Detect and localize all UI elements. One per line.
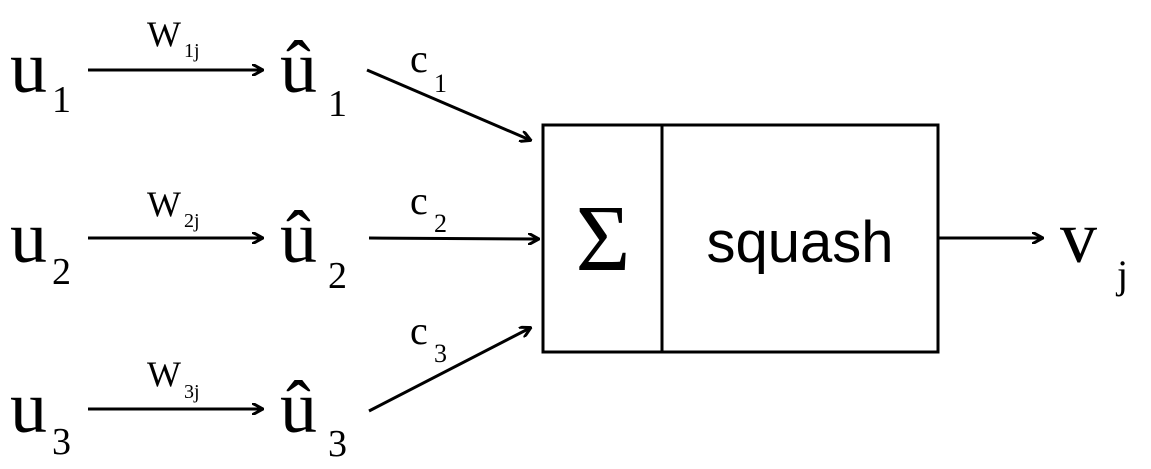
prediction-u2-hat-var: û — [280, 197, 317, 279]
input-u1-var: u — [10, 27, 47, 109]
input-u2-var: u — [10, 197, 47, 279]
capsule-block: Σ squash — [541, 123, 940, 354]
input-u3-subscript: 3 — [52, 421, 71, 463]
coupling-c1-label: c — [410, 36, 428, 81]
input-u1-subscript: 1 — [52, 79, 71, 121]
prediction-u2-hat-subscript: 2 — [328, 255, 347, 297]
prediction-u3-hat-subscript: 3 — [328, 423, 347, 465]
prediction-u1-hat-subscript: 1 — [328, 83, 347, 125]
prediction-u1-hat-var: û — [280, 27, 317, 109]
coupling-arrow-1 — [366, 68, 530, 140]
coupling-c3-label: c — [410, 308, 428, 353]
prediction-u3-hat-var: û — [280, 367, 317, 449]
output: v j — [938, 197, 1128, 297]
coupling-c1-subscript: 1 — [434, 69, 447, 98]
weight-w3j-subscript: 3j — [184, 381, 200, 403]
input-row-2: u 2 W 2j û 2 c 2 — [10, 178, 538, 297]
coupling-arrow-3 — [368, 328, 530, 413]
weight-w3j-label: W — [147, 354, 181, 394]
input-row-3: u 3 W 3j û 3 c 3 — [10, 308, 530, 465]
weight-w1j-subscript: 1j — [184, 40, 200, 62]
weight-w1j-label: W — [147, 14, 181, 54]
input-u2-subscript: 2 — [52, 251, 71, 293]
coupling-c3-subscript: 3 — [434, 339, 447, 368]
sum-symbol: Σ — [576, 187, 631, 291]
weight-w2j-subscript: 2j — [184, 210, 200, 232]
coupling-c2-subscript: 2 — [434, 209, 447, 238]
squash-label: squash — [706, 210, 893, 275]
input-u3-var: u — [10, 367, 47, 449]
weight-w2j-label: W — [147, 184, 181, 224]
coupling-c2-label: c — [410, 178, 428, 223]
input-row-1: u 1 W 1j û 1 c 1 — [10, 14, 530, 140]
output-v-var: v — [1060, 197, 1097, 279]
coupling-arrow-2 — [368, 238, 538, 239]
output-v-subscript: j — [1115, 252, 1128, 297]
